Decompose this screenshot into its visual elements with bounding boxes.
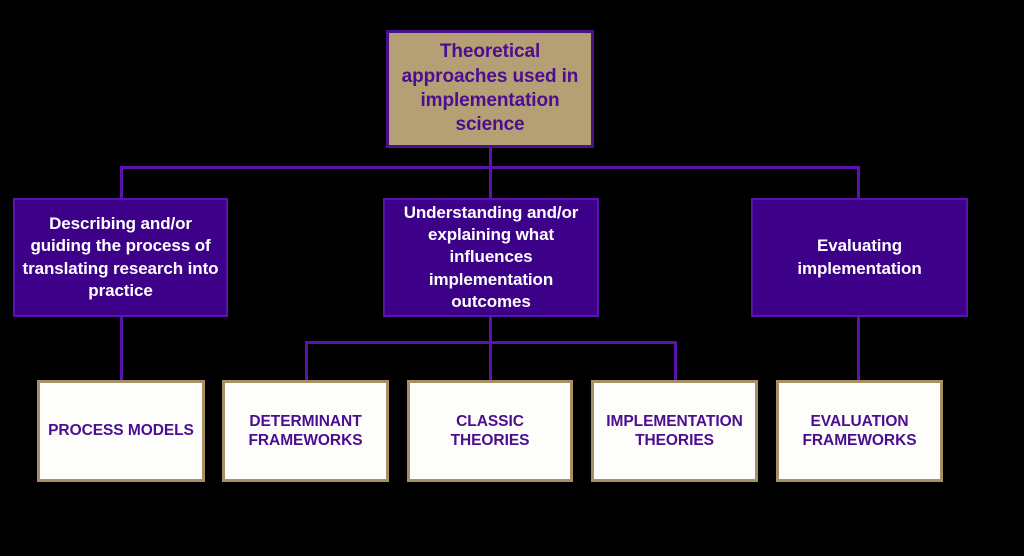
connector-drop-evaluating [857,166,860,199]
node-classic-theories-label: CLASSIC THEORIES [450,412,530,449]
connector-drop-implementation-theories [674,341,677,381]
node-implementation-theories-label: IMPLEMENTATION THEORIES [606,412,743,449]
connector-drop-describing [120,166,123,199]
connector-drop-determinant-frameworks [305,341,308,381]
node-theoretical-approaches[interactable]: Theoretical approaches used in implement… [386,30,594,148]
connector-evaluating-to-evaluation-frameworks [857,315,860,381]
node-theoretical-approaches-label: Theoretical approaches used in implement… [401,41,579,136]
node-evaluating-implementation-label: Evaluating implementation [797,236,922,278]
connector-drop-classic-theories [489,341,492,381]
node-understanding-explaining[interactable]: Understanding and/or explaining what inf… [383,198,599,317]
node-process-models-label: PROCESS MODELS [48,422,194,440]
node-classic-theories[interactable]: CLASSIC THEORIES [407,380,573,482]
connector-describing-to-process-models [120,315,123,381]
connector-drop-understanding [489,166,492,199]
connector-root-stem [489,148,492,168]
node-implementation-theories[interactable]: IMPLEMENTATION THEORIES [591,380,758,482]
node-describing-guiding[interactable]: Describing and/or guiding the process of… [13,198,228,317]
node-process-models[interactable]: PROCESS MODELS [37,380,205,482]
node-describing-guiding-label: Describing and/or guiding the process of… [22,214,219,300]
node-evaluation-frameworks[interactable]: EVALUATION FRAMEWORKS [776,380,943,482]
node-evaluation-frameworks-label: EVALUATION FRAMEWORKS [802,412,917,449]
node-understanding-explaining-label: Understanding and/or explaining what inf… [403,203,579,311]
connector-understanding-stem [489,315,492,343]
node-determinant-frameworks[interactable]: DETERMINANT FRAMEWORKS [222,380,389,482]
node-determinant-frameworks-label: DETERMINANT FRAMEWORKS [248,412,363,449]
node-evaluating-implementation[interactable]: Evaluating implementation [751,198,968,317]
